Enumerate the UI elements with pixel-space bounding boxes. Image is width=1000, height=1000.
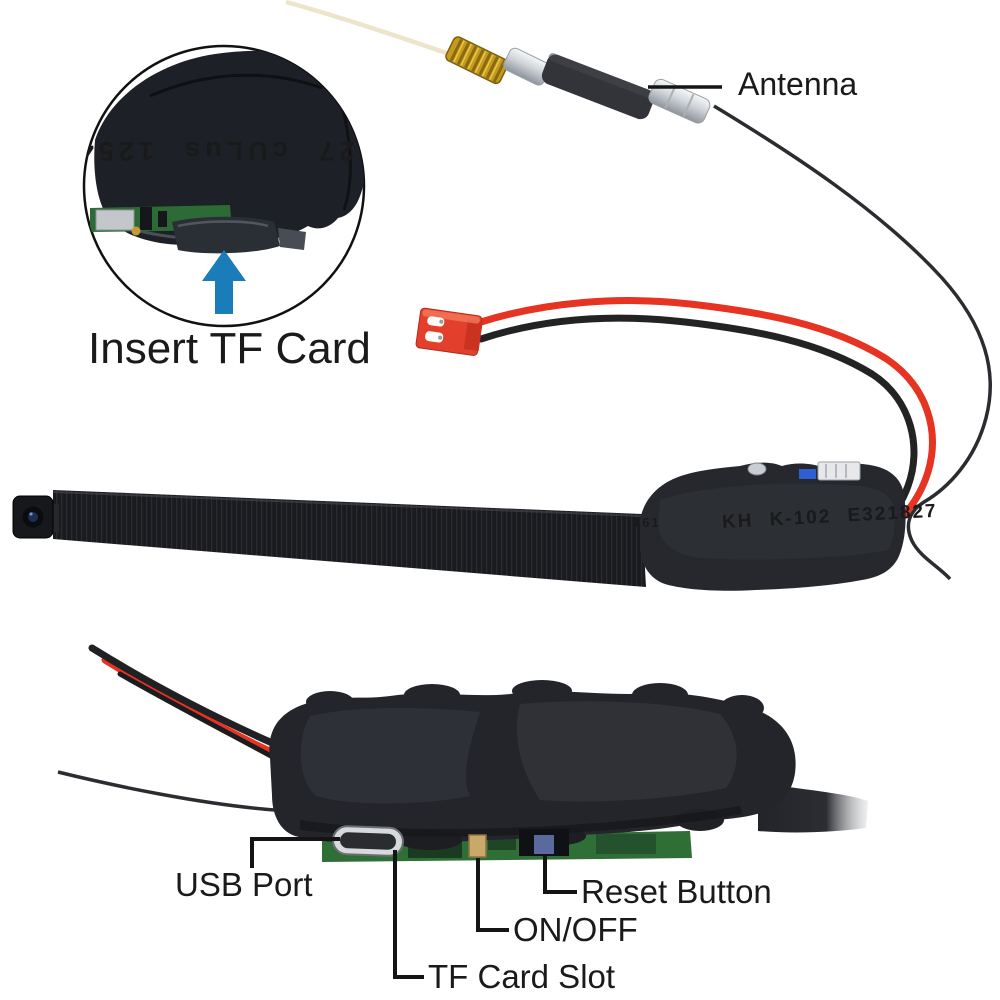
camera-lens-glint xyxy=(29,512,33,516)
on-off-switch xyxy=(468,834,487,858)
reset-button-label: Reset Button xyxy=(581,873,772,910)
battery-print: 327 cULus 1254 xyxy=(74,136,375,166)
antenna-pigtail-wire xyxy=(285,0,453,58)
usb-port-cavity xyxy=(340,832,396,850)
power-wire-black xyxy=(477,314,918,557)
on-off-label: ON/OFF xyxy=(513,911,638,948)
battery xyxy=(94,50,364,246)
up-arrow-icon xyxy=(202,250,246,314)
module-connector-white xyxy=(817,461,861,481)
inset-pcb-chip2 xyxy=(158,211,167,227)
tf-card-slot-label: TF Card Slot xyxy=(428,958,615,995)
module-bottom-shade xyxy=(300,806,742,837)
tf-card-slot-leader-line xyxy=(393,850,424,979)
module-top-sheen xyxy=(658,483,895,560)
antenna-sleeve-rear xyxy=(648,78,711,124)
pcb-component-patch2 xyxy=(596,834,656,854)
module-bottom-view-group: USB Port Reset Button ON/OFF TF Card Slo… xyxy=(57,644,868,995)
tf-card-inset: 327 cULus 1254 Insert TF Card xyxy=(74,44,375,373)
usb-port-label: USB Port xyxy=(175,866,313,903)
antenna-cable xyxy=(713,104,993,581)
camera-strip-top-view: KH K-102 E321827 161 xyxy=(12,297,938,591)
module-button-top xyxy=(747,462,767,476)
antenna-label: Antenna xyxy=(738,66,857,102)
usb-port-leader-line xyxy=(250,837,340,868)
bottom-wire-black xyxy=(88,644,274,746)
module-marking-left: 161 xyxy=(633,515,661,530)
tf-card xyxy=(172,216,280,254)
reset-button-leader-line xyxy=(543,856,577,894)
ribbon-cable-top xyxy=(53,490,646,587)
antenna-heatshrink xyxy=(541,53,656,120)
power-wire-red xyxy=(477,297,936,550)
inset-pcb-chip xyxy=(140,207,152,230)
bottom-wire-black2 xyxy=(117,671,285,765)
bottom-antenna-wire xyxy=(57,770,275,812)
antenna-assembly: Antenna xyxy=(285,0,993,581)
reset-button-cap xyxy=(534,835,554,854)
antenna-coil xyxy=(445,36,509,85)
tf-card-shadow xyxy=(278,228,306,250)
inset-pcb-pad xyxy=(131,226,141,236)
inset-caption: Insert TF Card xyxy=(88,324,371,373)
module-sheen-left xyxy=(300,708,480,804)
inset-pcb-component xyxy=(95,209,135,231)
on-off-leader-line xyxy=(476,858,509,932)
module-sheen-right xyxy=(516,701,737,802)
power-connector-jst xyxy=(415,307,483,356)
module-led-blue xyxy=(799,469,816,479)
